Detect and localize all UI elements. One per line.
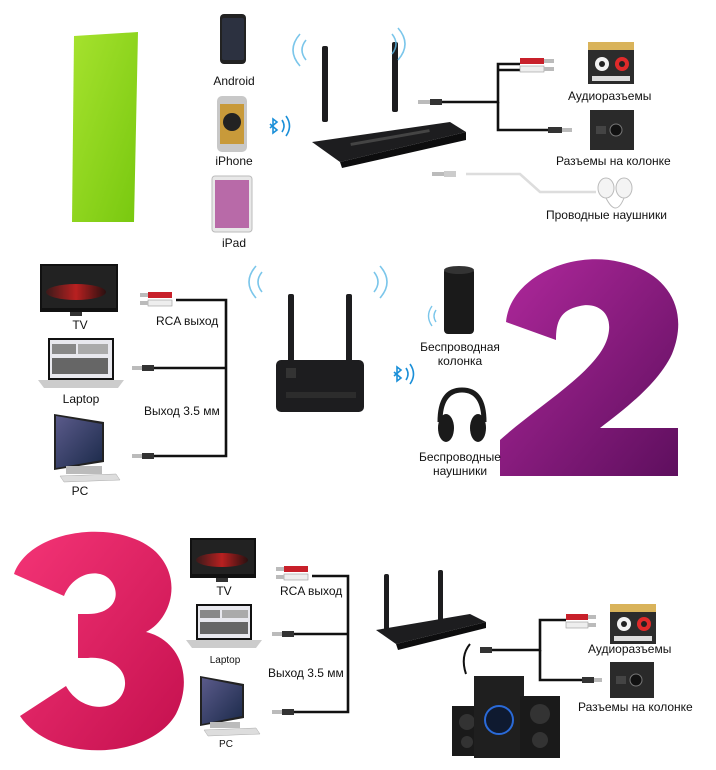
wifi-signal-icon (292, 27, 406, 67)
tv-icon (190, 538, 256, 582)
connection-label-rca: RCA выход (280, 584, 343, 598)
bluetooth-transmitter-device (312, 42, 466, 168)
wireless-headphones-icon (437, 387, 487, 442)
bluetooth-icon (393, 363, 415, 385)
bluetooth-icon (269, 115, 291, 137)
output-label-speaker-jacks: Разъемы на колонке (578, 700, 693, 714)
speaker-jacks-icon (610, 662, 654, 698)
source-label-pc: PC (71, 484, 89, 498)
jack-plug-icon (132, 365, 154, 459)
output-label-line1: Беспроводная (420, 340, 500, 354)
source-label-laptop: Laptop (209, 655, 241, 666)
source-label-tv: TV (216, 584, 232, 598)
android-phone-icon (220, 14, 246, 64)
wifi-signal-icon (427, 305, 437, 327)
source-label-ipad: iPad (221, 236, 247, 250)
speaker-jacks-icon (590, 110, 634, 150)
output-label-speaker-jacks: Разъемы на колонке (556, 154, 671, 168)
connection-label-rca: RCA выход (156, 314, 219, 328)
wifi-signal-icon (248, 265, 388, 299)
tv-icon (40, 264, 118, 316)
pc-icon (54, 414, 121, 483)
iphone-icon (217, 96, 247, 152)
source-label-pc: PC (219, 739, 233, 750)
output-label-line2: колонка (437, 354, 483, 368)
rca-plug-icon (519, 58, 554, 73)
connection-label-jack: Выход 3.5 мм (268, 666, 344, 680)
rca-plug-icon (140, 292, 173, 307)
ipad-icon (211, 175, 253, 233)
number-two-shape (500, 259, 679, 476)
output-label-wireless-headphones: Беспроводные наушники (408, 450, 512, 478)
source-label-laptop: Laptop (62, 392, 100, 406)
source-label-tv: TV (72, 318, 88, 332)
bluetooth-transmitter-device (376, 570, 486, 650)
source-label-iphone: iPhone (215, 154, 253, 168)
audio-jacks-icon (588, 42, 634, 84)
cable (150, 298, 228, 458)
rca-plug-icon (565, 614, 596, 629)
output-label-line2: наушники (432, 464, 488, 478)
pc-icon (200, 676, 261, 737)
bluetooth-transmitter-device (276, 294, 364, 412)
wireless-speaker-icon (444, 266, 474, 334)
cable (490, 618, 582, 682)
wired-earphones-icon (597, 177, 633, 209)
output-label-wireless-speaker: Беспроводная колонка (410, 340, 510, 368)
output-label-line1: Беспроводные (419, 450, 501, 464)
output-label-audio-jacks: Аудиоразъемы (588, 642, 672, 656)
jack-plug-icon (272, 631, 294, 715)
laptop-icon (38, 338, 124, 388)
rca-plug-icon (276, 566, 309, 581)
number-one-shape (72, 32, 138, 222)
source-label-android: Android (213, 74, 255, 88)
output-label-audio-jacks: Аудиоразъемы (568, 89, 652, 103)
number-three-shape (14, 531, 184, 751)
speaker-system-icon (452, 643, 560, 758)
cable (440, 62, 548, 132)
connection-label-jack: Выход 3.5 мм (144, 404, 220, 418)
jack-plug-icon (480, 647, 602, 683)
output-label-wired-earphones: Проводные наушники (546, 208, 667, 222)
white-cable (466, 172, 596, 194)
jack-plug-icon (418, 99, 572, 177)
laptop-icon (186, 604, 262, 648)
audio-jacks-icon (610, 604, 656, 644)
